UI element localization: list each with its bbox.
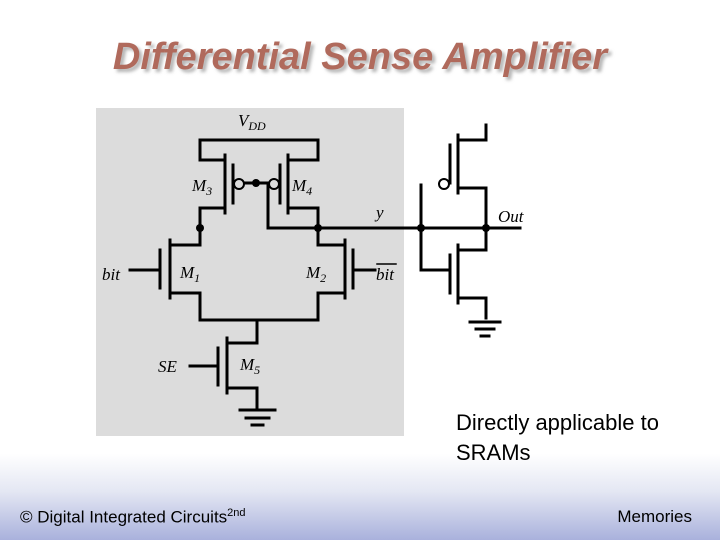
node-dot-out (482, 224, 490, 232)
m3-gate-bubble (233, 178, 245, 190)
m1-label: M1 (179, 263, 200, 285)
footer-section-name: Memories (617, 507, 692, 526)
tail-node (198, 318, 320, 345)
inv-gate-wire (419, 183, 452, 272)
footer-course-title: © Digital Integrated Circuits2nd (20, 507, 246, 527)
m2-gate (351, 248, 377, 290)
inv-ground (468, 320, 502, 338)
m4-channel (286, 153, 320, 215)
bit-label: bit (102, 265, 121, 284)
m5-label: M5 (239, 355, 260, 377)
m1-channel (168, 238, 202, 322)
footer-edition-sup: 2nd (227, 507, 246, 519)
se-label: SE (158, 357, 178, 376)
m4-label: M4 (291, 176, 312, 198)
node-dot-y (314, 224, 322, 232)
inv-nmos-channel (456, 243, 488, 320)
m1-gate (128, 248, 162, 290)
m2-label: M2 (305, 263, 326, 285)
m5-ground (238, 408, 277, 427)
vdd-label: VDD (238, 111, 266, 133)
inv-output (484, 186, 522, 252)
m5-channel (225, 336, 259, 412)
node-dot-inv-in (417, 224, 425, 232)
m2-channel (316, 238, 347, 322)
y-label: y (374, 203, 384, 222)
out-label: Out (498, 207, 525, 226)
slide-title: Differential Sense Amplifier (112, 36, 608, 78)
m3-label: M3 (191, 176, 212, 198)
m4-gate-bubble (268, 178, 280, 190)
node-dot-left (196, 224, 204, 232)
m5-gate (188, 346, 220, 387)
note-text: Directly applicable to SRAMs (456, 410, 659, 465)
inv-gate-bubble (438, 178, 450, 190)
inv-pmos-channel (456, 123, 488, 195)
node-dot-gatebar (252, 179, 260, 187)
bit-bar-label: bit (376, 265, 395, 284)
vdd-rail (198, 138, 320, 162)
m3-channel (198, 153, 227, 215)
